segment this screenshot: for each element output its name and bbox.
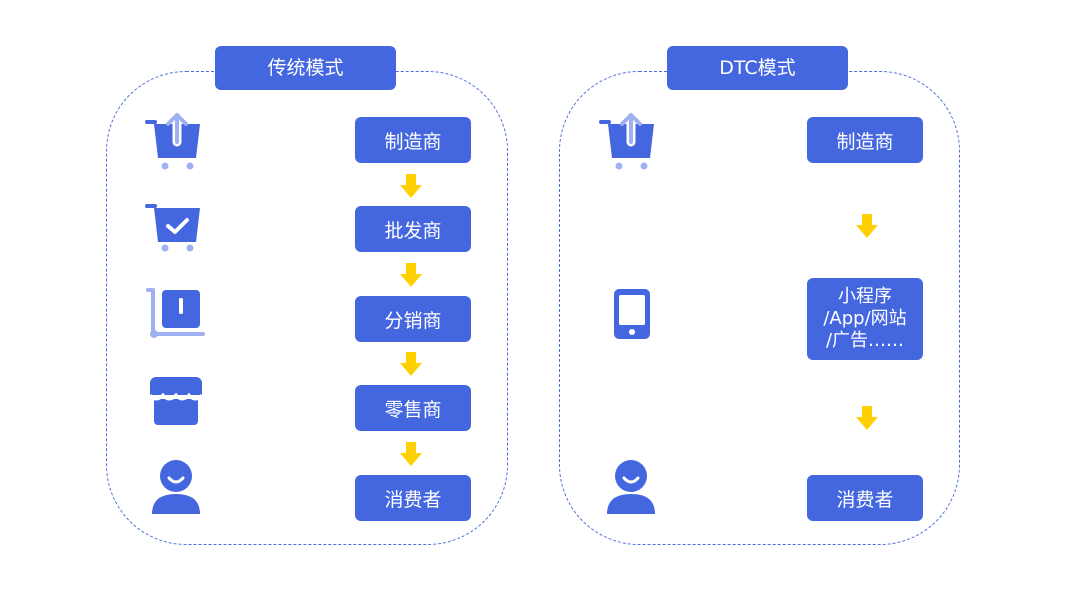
node-distributor: 分销商 [355,296,471,342]
arrow-down-icon [400,352,422,376]
node-consumer: 消费者 [355,475,471,521]
dtc-node-manufacturer: 制造商 [807,117,923,163]
person-icon [152,460,200,514]
cart-upload-icon [599,111,654,170]
node-retailer: 零售商 [355,385,471,431]
smartphone-icon [614,289,650,339]
node-wholesaler: 批发商 [355,206,471,252]
arrow-down-icon [856,214,878,238]
person-icon [607,460,655,514]
cart-upload-icon [145,111,200,170]
cart-check-icon [145,204,200,252]
arrow-down-icon [400,442,422,466]
arrow-down-icon [856,406,878,430]
dtc-node-consumer: 消费者 [807,475,923,521]
hand-truck-icon [146,288,205,338]
node-manufacturer: 制造商 [355,117,471,163]
dtc-channel-line: /广告…… [825,330,905,351]
dtc-title: DTC模式 [667,46,848,90]
arrow-down-icon [400,263,422,287]
dtc-channel-line: /App/网站 [823,308,907,329]
dtc-node-channels: 小程序 /App/网站 /广告…… [807,278,923,360]
traditional-title: 传统模式 [215,46,396,90]
arrow-down-icon [400,174,422,198]
storefront-icon [148,377,204,425]
dtc-channel-line: 小程序 [838,286,892,307]
